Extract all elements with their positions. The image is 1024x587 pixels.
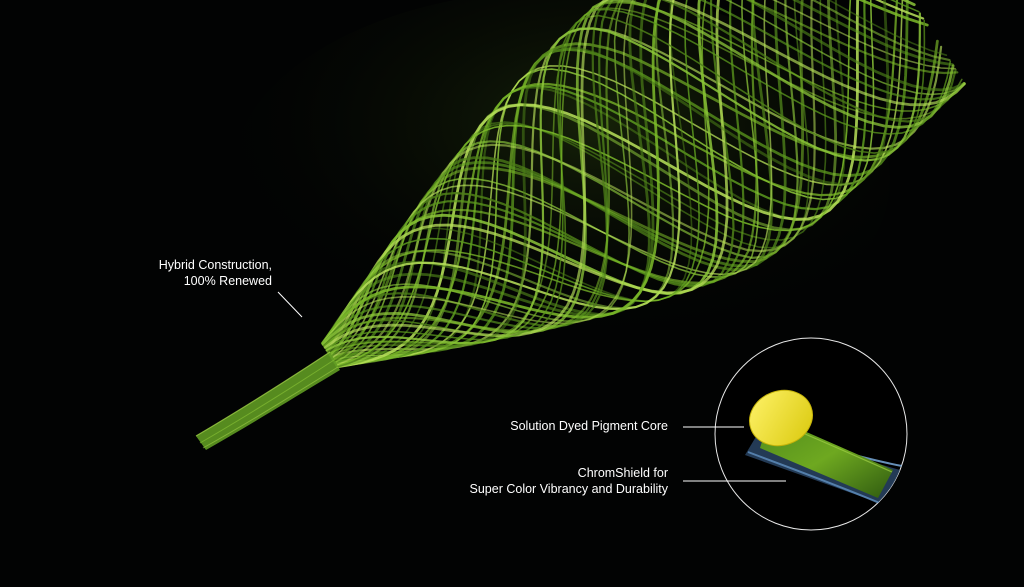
chromshield-label: ChromShield for Super Color Vibrancy and…: [470, 465, 668, 497]
fiber-strand: [321, 0, 966, 345]
fiber-strand: [326, 0, 890, 354]
fiber-strand: [336, 0, 799, 368]
fiber-strand: [335, 0, 852, 367]
fiber-strand: [336, 0, 827, 368]
fiber-strand: [335, 0, 867, 366]
fiber-strand: [321, 0, 956, 345]
pigment-core-label: Solution Dyed Pigment Core: [510, 418, 668, 434]
fiber-strand: [325, 0, 920, 350]
hybrid-leader-line: [277, 291, 303, 318]
fiber-strand: [336, 0, 899, 368]
fiber-strand: [326, 0, 758, 353]
fiber-strand: [334, 0, 787, 365]
fiber-strands: [321, 0, 966, 369]
fiber-tail: [195, 351, 340, 450]
cross-section-magnifier: [714, 337, 908, 531]
fiber-strand: [321, 0, 966, 345]
shield-label-line1: ChromShield for: [577, 466, 668, 480]
fiber-strand: [323, 0, 959, 348]
core-label-line1: Solution Dyed Pigment Core: [510, 419, 668, 433]
fiber-strand: [324, 0, 951, 349]
fiber-strand: [325, 0, 729, 352]
fiber-strand: [336, 0, 860, 369]
shield-label-line2: Super Color Vibrancy and Durability: [469, 482, 668, 496]
hybrid-label-line1: Hybrid Construction,: [158, 258, 272, 272]
hybrid-construction-label: Hybrid Construction, 100% Renewed: [159, 257, 272, 289]
pigment-core: [749, 389, 813, 447]
fiber-strand: [323, 0, 966, 349]
fiber-strand: [335, 0, 838, 367]
fiber-strand: [332, 0, 846, 363]
fiber-strand: [322, 0, 925, 346]
hybrid-label-line2: 100% Renewed: [183, 274, 272, 288]
fiber-strand: [335, 0, 816, 366]
fiber-strand: [328, 1, 965, 355]
fiber-strand: [321, 0, 929, 345]
fiber-strand: [331, 0, 804, 362]
fiber-strand: [335, 0, 774, 368]
fiber-strand: [336, 0, 810, 367]
fiber-strand: [323, 0, 966, 348]
fiber-strand: [321, 0, 954, 346]
fiber-strand: [323, 0, 710, 347]
fiber-strand: [321, 0, 955, 346]
fiber-strand: [321, 0, 957, 345]
fiber-strand: [325, 8, 952, 350]
fiber-strand: [334, 0, 904, 365]
fiber-strand: [331, 0, 773, 359]
